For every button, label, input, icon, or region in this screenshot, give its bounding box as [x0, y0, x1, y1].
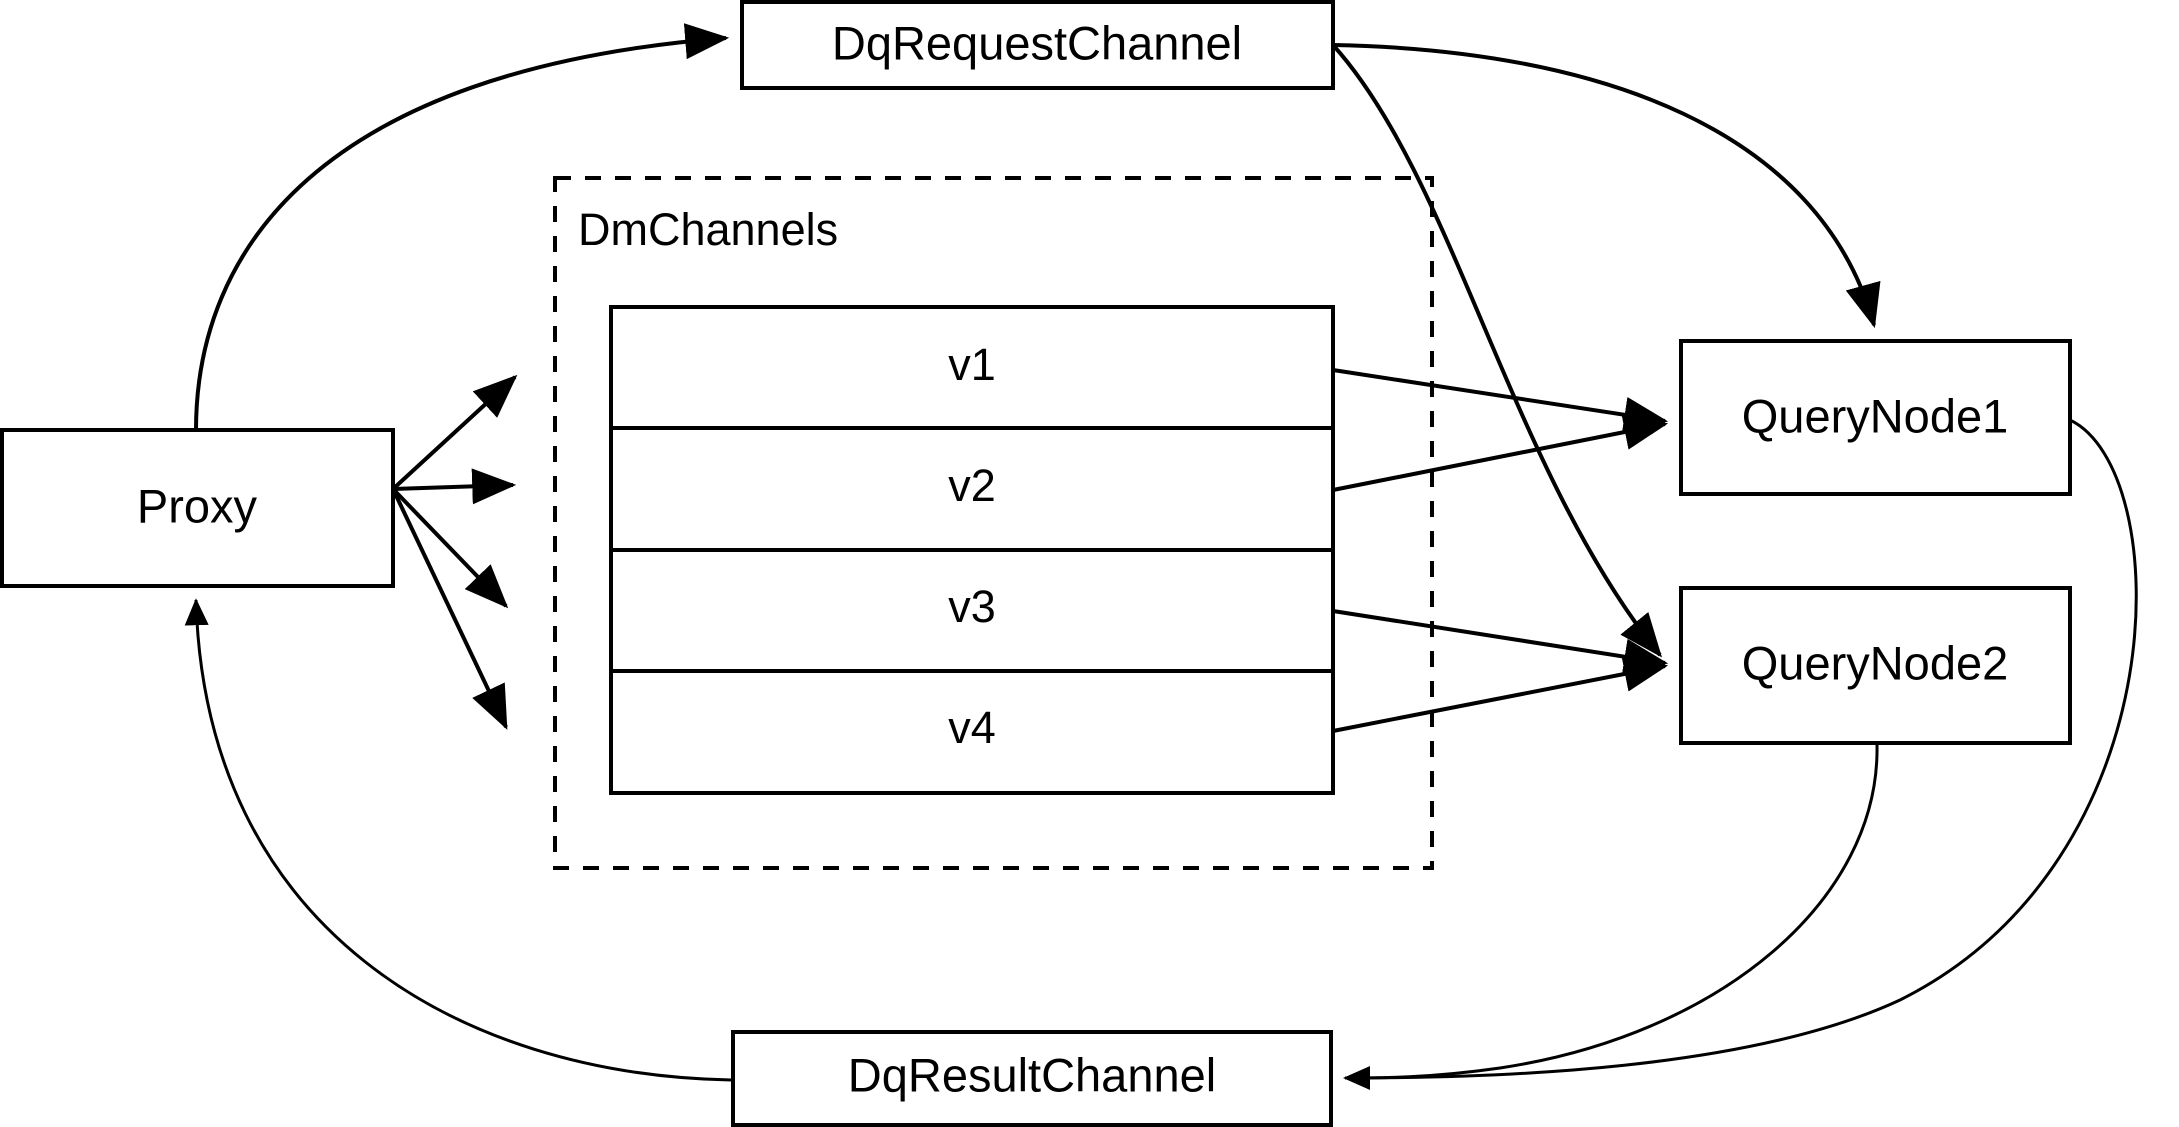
edge-v3-to-querynode2 [1332, 609, 1669, 675]
node-querynode2-box[interactable] [1679, 586, 2072, 745]
dmchannel-slot-v4: v4 [948, 702, 996, 753]
dmchannels-group-label: DmChannels [578, 204, 838, 255]
edge-v2-to-querynode1 [1332, 414, 1669, 492]
edge-proxy-to-dqrequestchannel [194, 23, 730, 431]
edge-proxy-to-v2 [392, 468, 517, 505]
dmchannel-slot-v3: v3 [948, 581, 996, 632]
node-proxy-label: Proxy [137, 479, 258, 532]
dmchannel-slot-v1: v1 [948, 339, 996, 390]
node-dqresultchannel-box[interactable] [731, 1030, 1333, 1127]
node-querynode2-label: QueryNode2 [1742, 636, 2009, 689]
edge-dqrequestchannel-to-querynode1 [1332, 43, 1881, 329]
node-dqrequestchannel-box[interactable] [740, 0, 1335, 90]
edge-proxy-to-v1 [391, 374, 518, 491]
node-proxy-box[interactable] [0, 428, 395, 588]
edge-proxy-to-v4 [391, 488, 508, 730]
edge-proxy-to-v3 [391, 487, 509, 609]
edge-v1-to-querynode1 [1332, 368, 1669, 433]
edge-querynode2-to-dqresultchannel [1343, 744, 1879, 1090]
edge-querynode1-to-dqresultchannel [1343, 418, 2138, 1090]
edge-dqresultchannel-to-proxy [184, 598, 732, 1082]
node-querynode1-label: QueryNode1 [1742, 389, 2009, 442]
edge-dqrequestchannel-to-querynode2 [1331, 43, 1663, 658]
dmchannel-slot-v2: v2 [948, 460, 996, 511]
edge-v4-to-querynode2 [1332, 656, 1669, 733]
node-dqresultchannel-label: DqResultChannel [848, 1048, 1216, 1101]
node-querynode1-box[interactable] [1679, 339, 2072, 496]
node-dqrequestchannel-label: DqRequestChannel [832, 16, 1242, 69]
